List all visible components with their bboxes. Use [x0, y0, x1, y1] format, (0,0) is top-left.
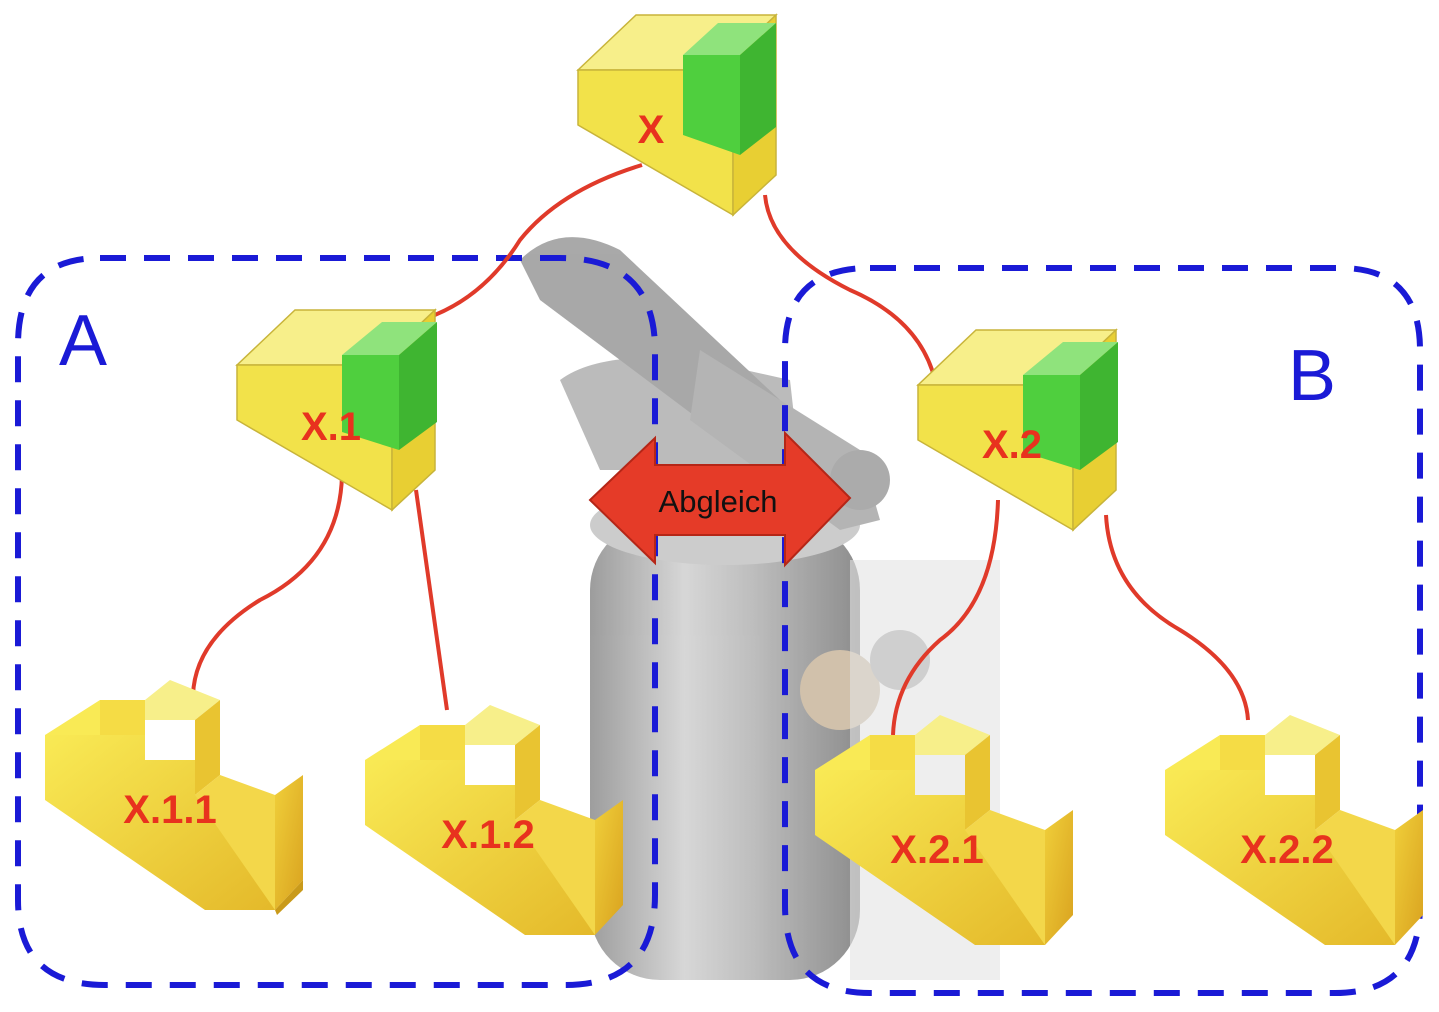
part-node-x22: X.2.2 [1165, 715, 1423, 945]
abgleich-double-arrow: Abgleich [588, 430, 852, 568]
group-a-label: A [59, 301, 107, 381]
node-label-x12: X.1.2 [441, 813, 534, 857]
edge-x2-x21 [891, 499, 1000, 736]
node-label-x2: X.2 [982, 423, 1042, 467]
edge-x-x2 [763, 194, 937, 381]
node-label-x11: X.1.1 [123, 788, 216, 832]
node-label-x: X [638, 108, 665, 152]
edge-x2-x22 [1104, 514, 1250, 721]
assembly-node-x2: X.2 [916, 328, 1118, 532]
group-b-label: B [1288, 336, 1336, 416]
node-label-x1: X.1 [301, 405, 361, 449]
part-node-x12: X.1.2 [365, 705, 623, 935]
assembly-node-x: X [576, 13, 778, 217]
edge-x1-x12 [414, 489, 449, 711]
assembly-node-x1: X.1 [235, 308, 437, 512]
node-label-x21: X.2.1 [890, 828, 983, 872]
part-node-x21: X.2.1 [815, 715, 1073, 945]
edge-x1-x11 [191, 474, 344, 696]
group-b-box [782, 265, 1423, 996]
part-node-x11: X.1.1 [45, 680, 303, 915]
node-label-x22: X.2.2 [1240, 828, 1333, 872]
arrow-label: Abgleich [659, 484, 778, 519]
